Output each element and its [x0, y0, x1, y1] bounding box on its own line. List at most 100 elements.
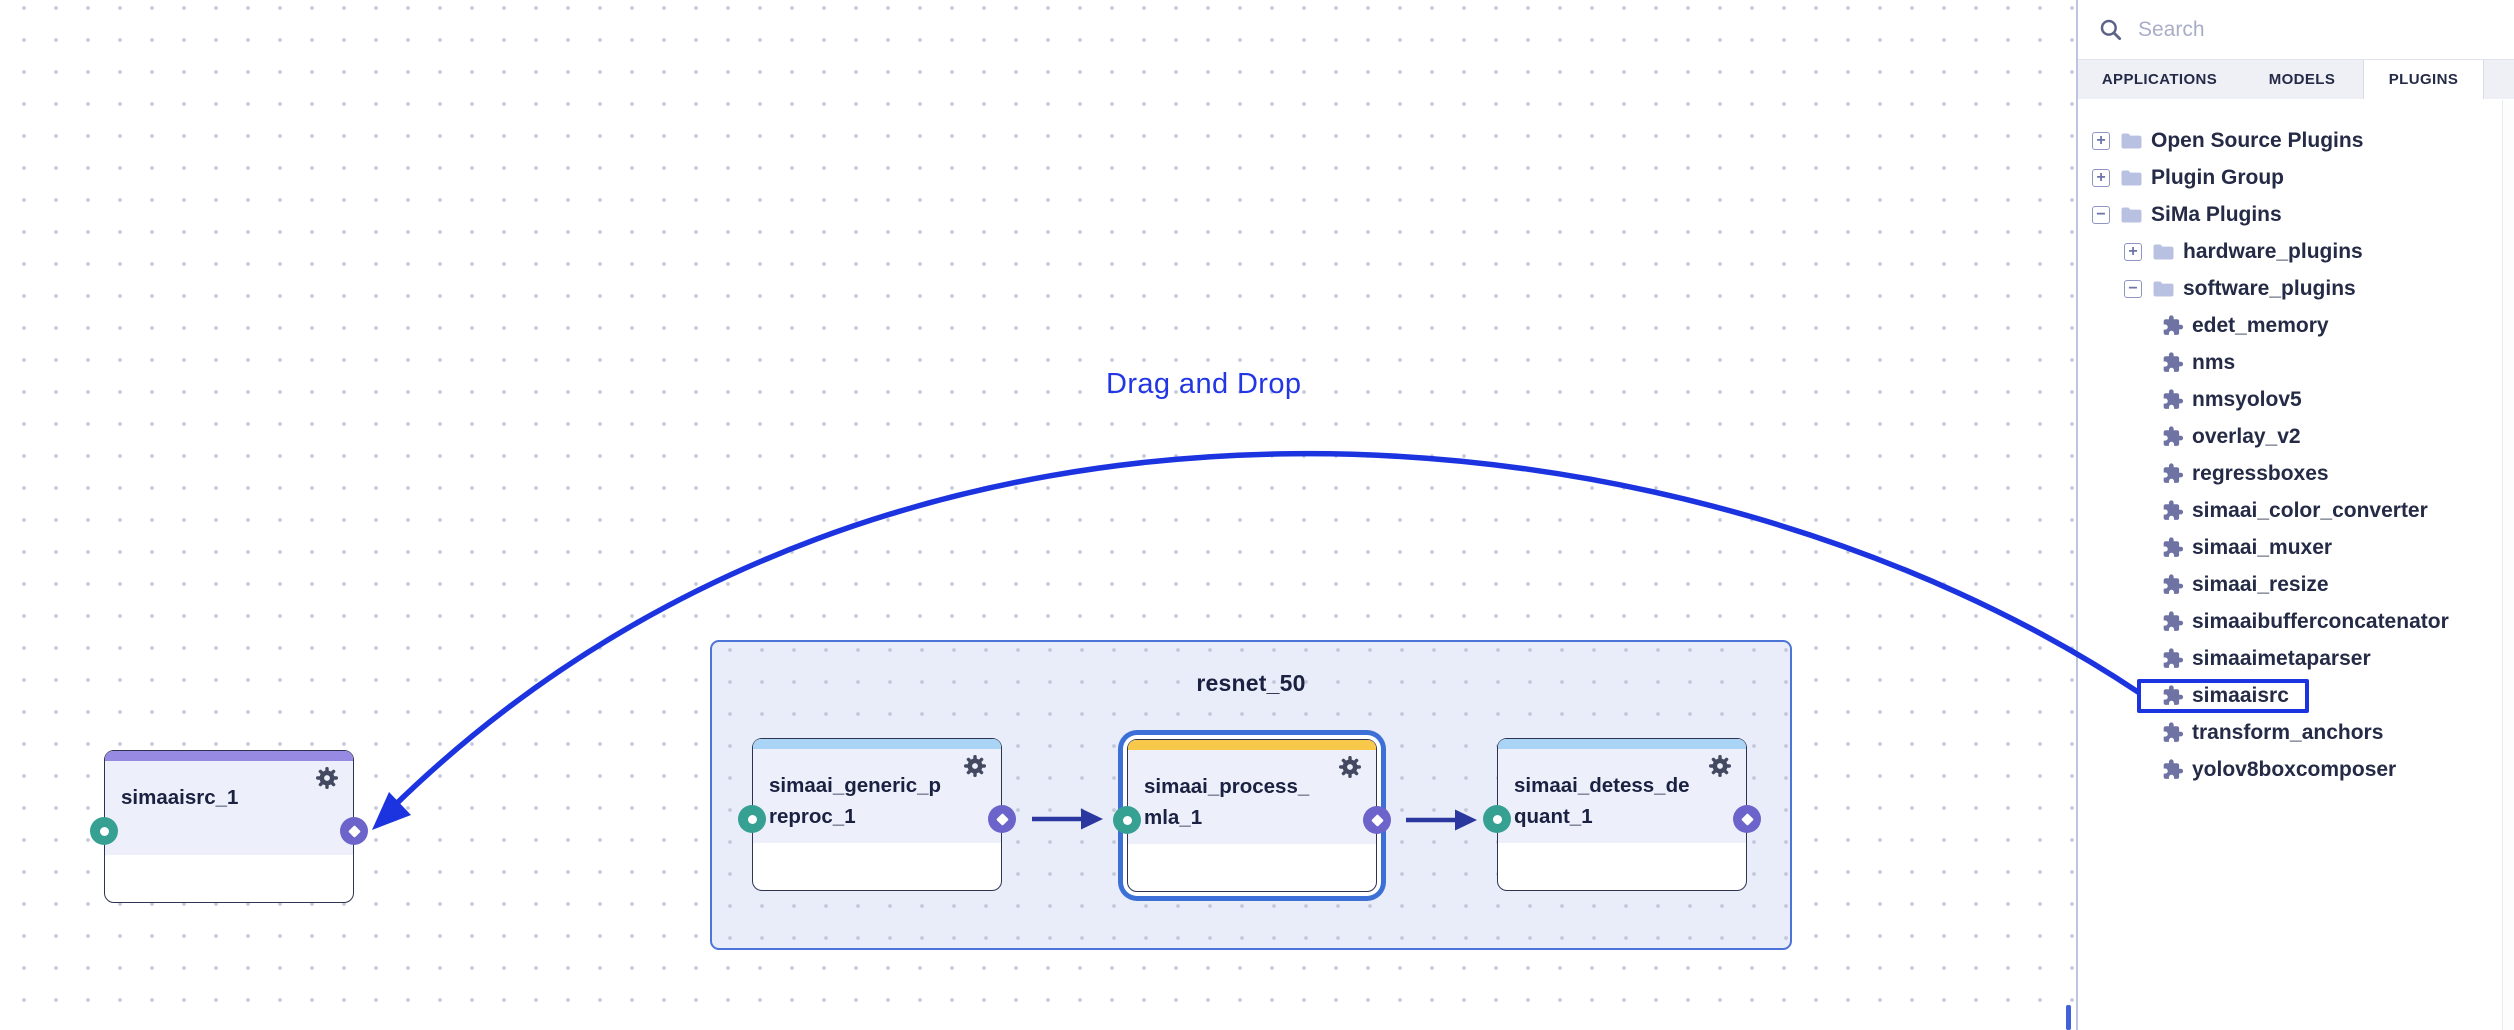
expand-plus-icon[interactable]: + — [2092, 168, 2110, 187]
folder-icon — [2152, 242, 2175, 261]
tree-folder-hardware-plugins[interactable]: + hardware_plugins — [2078, 233, 2514, 270]
puzzle-icon — [2161, 647, 2184, 670]
input-port[interactable] — [1113, 806, 1141, 834]
tree-folder-sima-plugins[interactable]: − SiMa Plugins — [2078, 196, 2514, 233]
tree-plugin-transform-anchors[interactable]: transform_anchors — [2078, 714, 2514, 751]
input-port[interactable] — [90, 817, 118, 845]
tree-folder-software-plugins[interactable]: − software_plugins — [2078, 270, 2514, 307]
tree-plugin-simaai-resize[interactable]: simaai_resize — [2078, 566, 2514, 603]
tree-plugin-regressboxes[interactable]: regressboxes — [2078, 455, 2514, 492]
gear-icon[interactable] — [1336, 753, 1364, 781]
sidebar-tabs: APPLICATIONS MODELS PLUGINS — [2078, 59, 2514, 99]
puzzle-icon — [2161, 721, 2184, 744]
puzzle-icon — [2161, 573, 2184, 596]
collapse-minus-icon[interactable]: − — [2092, 205, 2110, 224]
puzzle-icon — [2161, 499, 2184, 522]
tree-item-label: simaai_muxer — [2192, 535, 2333, 559]
tree-item-label: regressboxes — [2192, 461, 2329, 485]
node-simaaisrc-1[interactable]: simaaisrc_1 — [90, 750, 368, 903]
drag-and-drop-hint: Drag and Drop — [1106, 368, 1302, 400]
puzzle-icon — [2161, 610, 2184, 633]
puzzle-icon — [2161, 684, 2184, 707]
folder-icon — [2120, 205, 2143, 224]
canvas-scrollbar-thumb[interactable] — [2066, 1005, 2071, 1030]
node-label: simaaisrc_1 — [121, 786, 239, 809]
puzzle-icon — [2161, 462, 2184, 485]
tree-plugin-yolov8boxcomposer[interactable]: yolov8boxcomposer — [2078, 751, 2514, 788]
puzzle-icon — [2161, 388, 2184, 411]
tree-item-label: overlay_v2 — [2192, 424, 2301, 448]
output-port[interactable] — [1733, 805, 1761, 833]
tree-item-label: Open Source Plugins — [2151, 128, 2364, 152]
gear-icon[interactable] — [313, 764, 341, 792]
tree-plugin-simaaimetaparser[interactable]: simaaimetaparser — [2078, 640, 2514, 677]
tree-item-label: hardware_plugins — [2183, 239, 2363, 263]
tree-plugin-simaai-color-converter[interactable]: simaai_color_converter — [2078, 492, 2514, 529]
tree-plugin-nmsyolov5[interactable]: nmsyolov5 — [2078, 381, 2514, 418]
tree-item-label: SiMa Plugins — [2151, 202, 2282, 226]
node-color-strip — [1128, 740, 1376, 750]
tree-plugin-simaaibufferconcatenator[interactable]: simaaibufferconcatenator — [2078, 603, 2514, 640]
puzzle-icon — [2161, 758, 2184, 781]
tree-plugin-simaai-muxer[interactable]: simaai_muxer — [2078, 529, 2514, 566]
puzzle-icon — [2161, 425, 2184, 448]
input-port[interactable] — [1483, 805, 1511, 833]
tree-plugin-overlay-v2[interactable]: overlay_v2 — [2078, 418, 2514, 455]
flow-canvas[interactable]: resnet_50 simaaisrc_1 simaai_generic_pre… — [0, 0, 2076, 1030]
node-simaai-generic-preproc-1[interactable]: simaai_generic_preproc_1 — [738, 738, 1016, 891]
tree-item-label: simaai_color_converter — [2192, 498, 2428, 522]
tree-item-label: Plugin Group — [2151, 165, 2284, 189]
node-label: simaai_process_mla_1 — [1144, 775, 1310, 829]
node-label: simaai_detess_dequant_1 — [1514, 774, 1690, 828]
plugin-tree: + Open Source Plugins + Plugin Group − S… — [2078, 99, 2514, 788]
node-color-strip — [753, 739, 1001, 749]
tab-applications[interactable]: APPLICATIONS — [2101, 71, 2218, 88]
puzzle-icon — [2161, 351, 2184, 374]
plugins-sidebar: APPLICATIONS MODELS PLUGINS + Open Sourc… — [2076, 0, 2514, 1030]
node-color-strip — [105, 751, 353, 761]
tree-item-label: edet_memory — [2192, 313, 2329, 337]
tree-item-label: simaaibufferconcatenator — [2192, 609, 2449, 633]
tree-item-label: simaaisrc — [2192, 683, 2289, 707]
node-label: simaai_generic_preproc_1 — [769, 774, 942, 828]
node-header — [105, 751, 353, 855]
folder-icon — [2120, 131, 2143, 150]
output-port[interactable] — [1363, 806, 1391, 834]
collapse-minus-icon[interactable]: − — [2124, 279, 2142, 298]
gear-icon[interactable] — [961, 752, 989, 780]
tree-plugin-simaaisrc[interactable]: simaaisrc — [2078, 677, 2514, 714]
tab-strip-filler — [2484, 60, 2514, 99]
tab-plugins[interactable]: PLUGINS — [2363, 60, 2484, 99]
folder-icon — [2120, 168, 2143, 187]
tree-item-label: simaai_resize — [2192, 572, 2329, 596]
search-icon — [2100, 19, 2122, 40]
tree-item-label: nmsyolov5 — [2192, 387, 2302, 411]
node-simaai-process-mla-1[interactable]: simaai_process_mla_1 — [1113, 739, 1391, 892]
output-port[interactable] — [988, 805, 1016, 833]
expand-plus-icon[interactable]: + — [2124, 242, 2142, 261]
input-port[interactable] — [738, 805, 766, 833]
tree-plugin-edet-memory[interactable]: edet_memory — [2078, 307, 2514, 344]
tree-plugin-nms[interactable]: nms — [2078, 344, 2514, 381]
tree-item-label: yolov8boxcomposer — [2192, 757, 2397, 781]
output-port[interactable] — [340, 817, 368, 845]
tree-item-label: software_plugins — [2183, 276, 2356, 300]
tree-item-label: nms — [2192, 350, 2236, 374]
tree-folder-open-source-plugins[interactable]: + Open Source Plugins — [2078, 122, 2514, 159]
folder-icon — [2152, 279, 2175, 298]
gear-icon[interactable] — [1706, 752, 1734, 780]
expand-plus-icon[interactable]: + — [2092, 131, 2110, 150]
search-input[interactable] — [2136, 16, 2440, 43]
puzzle-icon — [2161, 536, 2184, 559]
node-color-strip — [1498, 739, 1746, 749]
search-bar — [2078, 0, 2514, 59]
tree-item-label: transform_anchors — [2192, 720, 2384, 744]
sidebar-scrollbar-track[interactable] — [2502, 100, 2514, 1030]
group-title: resnet_50 — [1196, 670, 1306, 696]
simaaisrc-highlight-box: simaaisrc — [2137, 678, 2309, 713]
node-simaai-detess-dequant-1[interactable]: simaai_detess_dequant_1 — [1483, 738, 1761, 891]
tree-folder-plugin-group[interactable]: + Plugin Group — [2078, 159, 2514, 196]
tree-item-label: simaaimetaparser — [2192, 646, 2371, 670]
puzzle-icon — [2161, 314, 2184, 337]
tab-models[interactable]: MODELS — [2268, 71, 2336, 88]
